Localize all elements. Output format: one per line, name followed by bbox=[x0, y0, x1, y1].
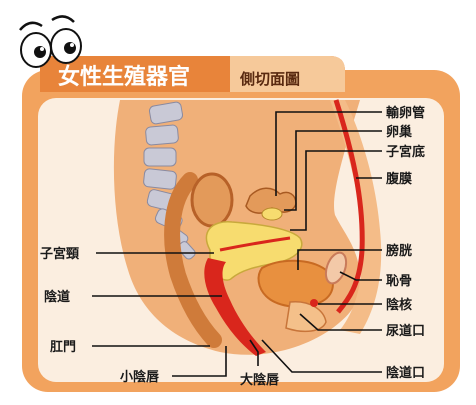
label-anus: 肛門 bbox=[50, 340, 76, 355]
label-ovary: 卵巢 bbox=[386, 124, 413, 140]
label-clitoris: 陰核 bbox=[386, 297, 412, 313]
bladder-organ bbox=[259, 261, 333, 307]
clitoris-body bbox=[310, 299, 318, 307]
label-cervix: 子宮頸 bbox=[40, 246, 80, 262]
label-fallopian-tube: 輸卵管 bbox=[386, 105, 425, 121]
diagram-title: 女性生殖器官 bbox=[58, 64, 190, 90]
label-peritoneum: 腹膜 bbox=[386, 171, 412, 187]
label-labia-majora: 大陰唇 bbox=[240, 372, 280, 388]
colon-loop bbox=[192, 174, 232, 226]
diagram-subtitle: 側切面圖 bbox=[239, 70, 300, 88]
label-urethral-opening: 尿道口 bbox=[386, 323, 425, 339]
label-vaginal-opening: 陰道口 bbox=[386, 365, 425, 381]
label-labia-minora: 小陰唇 bbox=[120, 369, 160, 385]
ovary-shape bbox=[262, 208, 282, 220]
label-vagina: 陰道 bbox=[44, 289, 70, 305]
label-pubic-bone: 恥骨 bbox=[386, 274, 412, 289]
label-uterine-fundus: 子宮底 bbox=[386, 144, 425, 160]
label-bladder: 膀胱 bbox=[385, 243, 412, 259]
